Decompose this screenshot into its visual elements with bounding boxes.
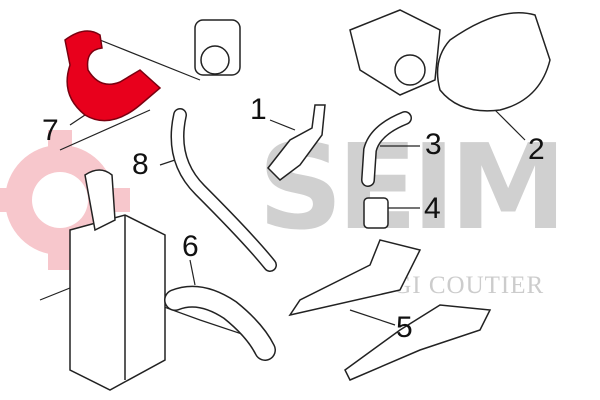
part-throttle-body [194, 19, 241, 76]
part-1-elbow [266, 104, 326, 181]
callout-8: 8 [132, 148, 149, 181]
gear-icon [0, 130, 130, 270]
callout-5: 5 [396, 311, 413, 344]
part-7-hose [64, 30, 162, 122]
part-intercooler [69, 169, 166, 391]
callout-1: 1 [250, 93, 267, 126]
part-5-pipes [288, 239, 492, 381]
callout-3: 3 [425, 128, 442, 161]
callout-6: 6 [182, 230, 199, 263]
callout-2: 2 [528, 133, 545, 166]
part-2-duct [436, 12, 551, 112]
part-4-sleeve [363, 197, 389, 229]
part-turbo [349, 9, 441, 96]
callout-7: 7 [42, 114, 59, 147]
callout-4: 4 [424, 192, 441, 225]
